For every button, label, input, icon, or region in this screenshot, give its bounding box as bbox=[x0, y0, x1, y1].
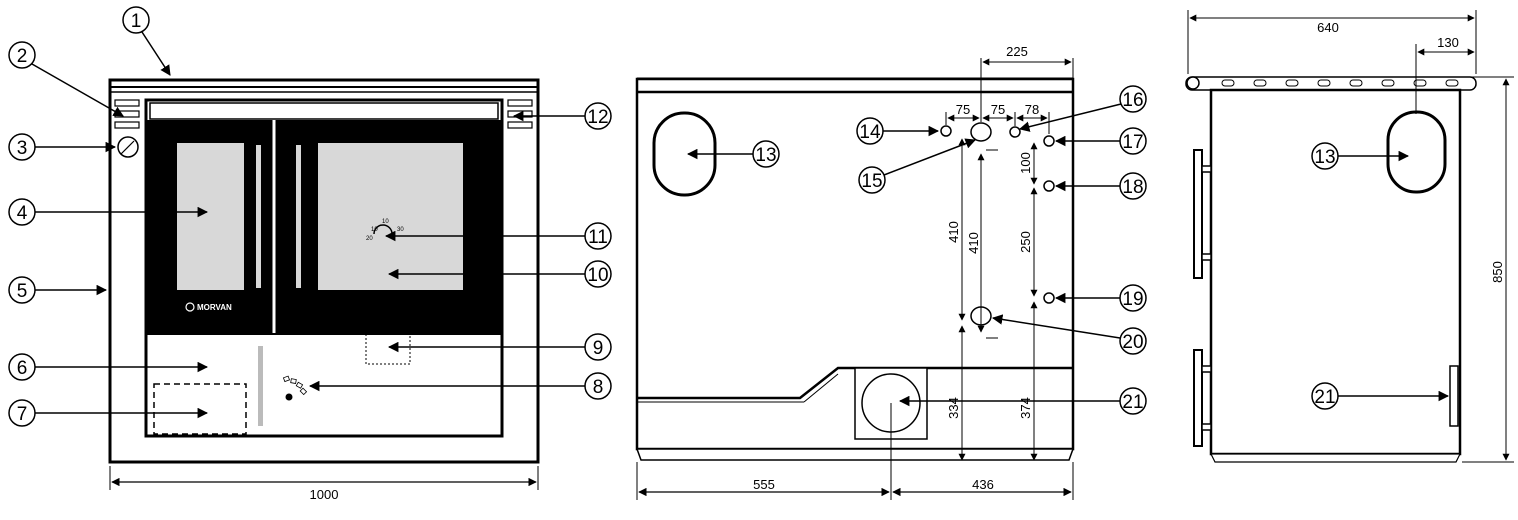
svg-text:9: 9 bbox=[593, 338, 604, 359]
side-view: 640 130 850 bbox=[1185, 10, 1514, 463]
dim-78: 78 bbox=[1025, 102, 1039, 117]
callout-16 bbox=[1119, 85, 1147, 113]
svg-text:12: 12 bbox=[587, 107, 608, 128]
dim-410b: 410 bbox=[966, 232, 981, 254]
side-callouts: 13 21 bbox=[1311, 142, 1450, 410]
dim-75a: 75 bbox=[956, 102, 970, 117]
back-callouts: 13 14 15 16 17 18 19 20 21 bbox=[686, 85, 1147, 415]
side-handle-upper bbox=[1193, 149, 1203, 279]
connection-18 bbox=[1043, 180, 1055, 192]
svg-text:4: 4 bbox=[17, 203, 28, 224]
connection-16 bbox=[1009, 126, 1021, 138]
dim-436: 436 bbox=[972, 477, 994, 492]
svg-text:16: 16 bbox=[1122, 90, 1143, 111]
ash-handle bbox=[258, 346, 263, 426]
svg-text:7: 7 bbox=[17, 404, 28, 425]
front-callouts: 1 2 3 4 5 6 7 8 9 10 11 12 bbox=[8, 6, 612, 427]
gauge-needle bbox=[120, 140, 135, 155]
dim-250: 250 bbox=[1018, 231, 1033, 253]
svg-text:6: 6 bbox=[17, 358, 28, 379]
pan-dashed bbox=[365, 334, 411, 365]
connection-19 bbox=[1043, 292, 1055, 304]
svg-text:20: 20 bbox=[1122, 332, 1143, 353]
callout-15 bbox=[858, 166, 886, 194]
callout-1 bbox=[122, 6, 150, 34]
fire-handle bbox=[256, 145, 261, 288]
air-inlet-side bbox=[1449, 365, 1459, 427]
svg-text:10: 10 bbox=[587, 265, 608, 286]
svg-text:18: 18 bbox=[1122, 177, 1143, 198]
fire-window bbox=[177, 143, 244, 290]
svg-text:11: 11 bbox=[588, 227, 608, 248]
top-plate-slots bbox=[1221, 79, 1459, 87]
side-handle-lower bbox=[1193, 349, 1203, 447]
dim-100: 100 bbox=[1018, 152, 1033, 174]
dim-410a: 410 bbox=[946, 221, 961, 243]
svg-text:21: 21 bbox=[1122, 392, 1143, 413]
svg-text:1: 1 bbox=[131, 11, 142, 32]
dim-75b: 75 bbox=[991, 102, 1005, 117]
dial-mark-1: 10 bbox=[382, 219, 389, 225]
svg-text:3: 3 bbox=[17, 138, 28, 159]
connection-15 bbox=[970, 122, 992, 142]
dial-mark-4: 30 bbox=[397, 227, 404, 233]
svg-text:5: 5 bbox=[17, 281, 28, 302]
oven-window bbox=[318, 143, 463, 290]
top-strip bbox=[149, 102, 499, 120]
dim-130: 130 bbox=[1437, 35, 1459, 50]
svg-text:21: 21 bbox=[1314, 387, 1335, 408]
dim-555: 555 bbox=[753, 477, 775, 492]
svg-text:14: 14 bbox=[859, 122, 881, 143]
dim-225: 225 bbox=[1006, 44, 1028, 59]
svg-text:17: 17 bbox=[1122, 132, 1143, 153]
back-plinth bbox=[635, 448, 1075, 461]
dial-mark-3: 20 bbox=[366, 236, 373, 242]
callout-2 bbox=[8, 41, 36, 69]
flue-outlet-side bbox=[1386, 110, 1447, 194]
callout-20 bbox=[1119, 327, 1147, 355]
svg-text:13: 13 bbox=[755, 145, 776, 166]
brand-logo: MORVAN bbox=[197, 303, 232, 312]
logo-icon bbox=[185, 302, 195, 312]
connection-14 bbox=[940, 125, 952, 137]
air-regulator bbox=[282, 375, 308, 401]
right-vents bbox=[507, 99, 533, 129]
svg-text:15: 15 bbox=[861, 171, 882, 192]
front-width-label: 1000 bbox=[310, 487, 339, 502]
oven-handle bbox=[296, 145, 301, 288]
connection-17 bbox=[1043, 135, 1055, 147]
front-view: MORVAN 10 10 20 30 bbox=[108, 78, 540, 502]
svg-text:8: 8 bbox=[593, 377, 604, 398]
bottom-profile bbox=[637, 366, 1073, 400]
ash-drawer-dashed bbox=[153, 383, 247, 435]
back-view: 225 75 75 78 410 410 100 250 334 374 bbox=[635, 44, 1075, 500]
svg-text:2: 2 bbox=[17, 46, 28, 67]
svg-text:13: 13 bbox=[1314, 147, 1335, 168]
dim-850: 850 bbox=[1490, 261, 1505, 283]
side-plinth bbox=[1210, 453, 1461, 463]
svg-text:19: 19 bbox=[1122, 289, 1143, 310]
dim-640: 640 bbox=[1317, 20, 1339, 35]
dim-374: 374 bbox=[1018, 397, 1033, 419]
dim-334: 334 bbox=[946, 397, 961, 419]
dial-mark-2: 10 bbox=[371, 227, 378, 233]
